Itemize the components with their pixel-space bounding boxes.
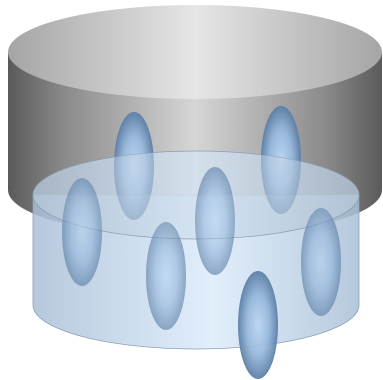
dark-cylinder-top <box>8 5 382 99</box>
ellipsoid <box>146 222 186 330</box>
ellipsoid <box>238 271 278 379</box>
ellipsoid <box>301 208 341 316</box>
ellipsoid <box>261 106 301 214</box>
ellipsoid <box>195 167 235 275</box>
ellipsoid <box>114 112 154 220</box>
ellipsoid <box>62 178 102 286</box>
